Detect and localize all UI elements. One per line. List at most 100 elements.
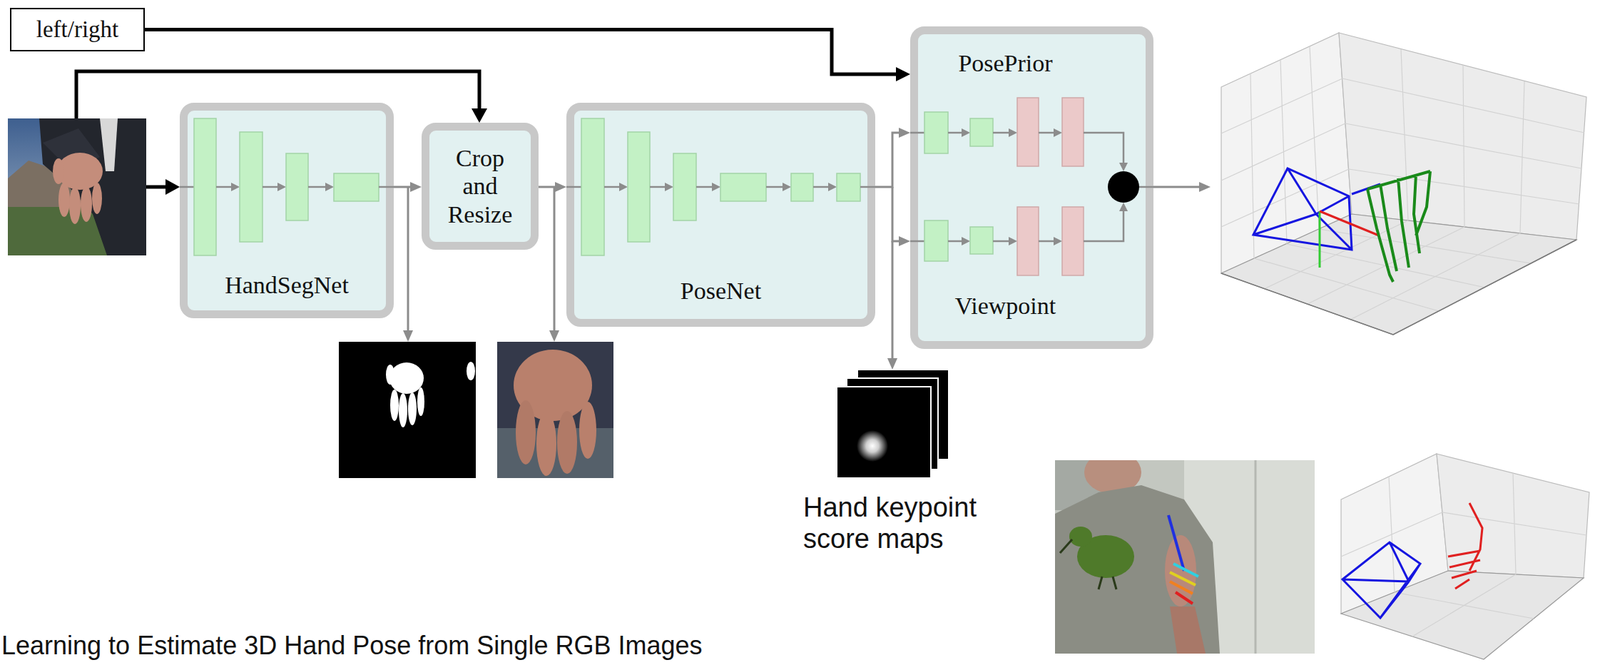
node-title: left/right xyxy=(36,16,119,44)
plot-grid xyxy=(1341,472,1587,637)
flow-line xyxy=(566,186,582,189)
mask-finger xyxy=(417,387,425,416)
flow-arrow xyxy=(1083,209,1124,242)
crop-tap-line xyxy=(553,186,556,333)
output-label: Hand keypoint score maps xyxy=(803,492,1018,555)
layer-block xyxy=(673,153,697,221)
process-box: Crop and Resize xyxy=(421,122,539,250)
suit xyxy=(39,118,147,256)
plot-grid xyxy=(1221,46,1585,320)
layer-block xyxy=(720,173,767,202)
score-map xyxy=(836,386,931,478)
network-panel: HandSegNet xyxy=(179,102,394,319)
flow-arrow xyxy=(992,131,1011,135)
merge-dot xyxy=(1107,171,1140,203)
sky xyxy=(7,118,147,256)
plot-wall xyxy=(1338,32,1587,240)
flow-arrow xyxy=(1038,131,1056,135)
hand-skeleton xyxy=(1448,502,1483,589)
layer-block xyxy=(239,131,263,242)
input-photo xyxy=(7,118,147,256)
skeleton-line xyxy=(1175,592,1193,604)
plot-3d-small xyxy=(1341,453,1590,660)
branch-head xyxy=(898,236,911,247)
flow-arrow xyxy=(1038,240,1056,243)
node-title: PoseNet xyxy=(680,276,762,305)
camera-frustum xyxy=(1253,168,1352,250)
node-title: Crop and Resize xyxy=(440,144,521,228)
flow-arrow xyxy=(308,186,327,189)
flow-arrow xyxy=(604,186,621,189)
mask-tap-line xyxy=(407,186,410,333)
input-arrow xyxy=(146,185,169,190)
mask-tap-head xyxy=(403,330,414,342)
crop-finger xyxy=(515,400,536,465)
layer-block xyxy=(791,173,814,202)
plot-floor xyxy=(1221,213,1577,335)
kiwi-beak xyxy=(1060,539,1073,553)
output-line xyxy=(1153,186,1201,189)
flow-arrow xyxy=(948,131,963,135)
layer-block xyxy=(970,118,993,147)
image-to-crop-head xyxy=(471,108,488,123)
connector xyxy=(393,181,422,192)
hand xyxy=(1164,534,1197,607)
finger xyxy=(69,186,81,224)
finger xyxy=(92,182,103,214)
flow-arrow xyxy=(1083,132,1124,165)
skeleton-line xyxy=(1168,515,1185,571)
layer-block xyxy=(333,173,379,202)
connector xyxy=(538,181,567,192)
branch-line xyxy=(892,186,901,242)
output-head xyxy=(1199,181,1211,192)
input-arrow-head xyxy=(165,179,180,195)
layer-block xyxy=(581,118,605,256)
cabinet-edge xyxy=(1254,460,1257,654)
flow-line xyxy=(910,240,925,243)
connector xyxy=(875,127,911,187)
thumb xyxy=(52,158,65,185)
dense-layer-block xyxy=(1062,206,1084,276)
mask-blob xyxy=(466,361,476,381)
flow-line xyxy=(860,186,876,189)
plot-wall xyxy=(1436,453,1590,578)
axis-y xyxy=(1318,211,1322,268)
flow-line xyxy=(179,186,195,189)
figure-caption: Learning to Estimate 3D Hand Pose from S… xyxy=(1,630,702,660)
kiwi-legs xyxy=(1098,576,1117,590)
photo-bg xyxy=(1055,460,1315,654)
mask-finger xyxy=(408,392,417,426)
dense-layer-block xyxy=(1017,97,1039,167)
layer-block xyxy=(194,118,217,256)
score-peak xyxy=(856,430,889,462)
finger xyxy=(80,186,93,222)
kiwi-head xyxy=(1069,526,1093,547)
connector-line xyxy=(875,132,901,187)
flow-arrow xyxy=(766,186,784,189)
input-flag-box: left/right xyxy=(9,7,145,52)
node-title: HandSegNet xyxy=(224,271,349,299)
finger xyxy=(58,182,70,217)
shirt xyxy=(99,118,118,172)
network-panel: PosePriorViewpoint xyxy=(910,26,1154,349)
plot-axis xyxy=(1221,239,1577,335)
dense-layer-block xyxy=(1062,97,1084,167)
shirt xyxy=(1055,485,1220,654)
connector-line xyxy=(393,186,413,189)
crop-finger xyxy=(579,401,597,459)
connector xyxy=(144,29,911,83)
flow-arrow xyxy=(813,186,830,189)
layer-block xyxy=(970,226,993,254)
flow-line xyxy=(1139,186,1154,189)
flow-arrow xyxy=(262,186,279,189)
mask-finger xyxy=(398,393,408,428)
mask-finger xyxy=(390,389,399,421)
flow-arrow xyxy=(992,240,1011,243)
node-title: PosePrior xyxy=(958,49,1053,78)
mask-palm xyxy=(389,362,424,394)
flow-arrow xyxy=(696,186,714,189)
dense-layer-block xyxy=(1017,206,1039,276)
layer-block xyxy=(836,173,861,202)
network-panel: PoseNet xyxy=(566,102,876,327)
